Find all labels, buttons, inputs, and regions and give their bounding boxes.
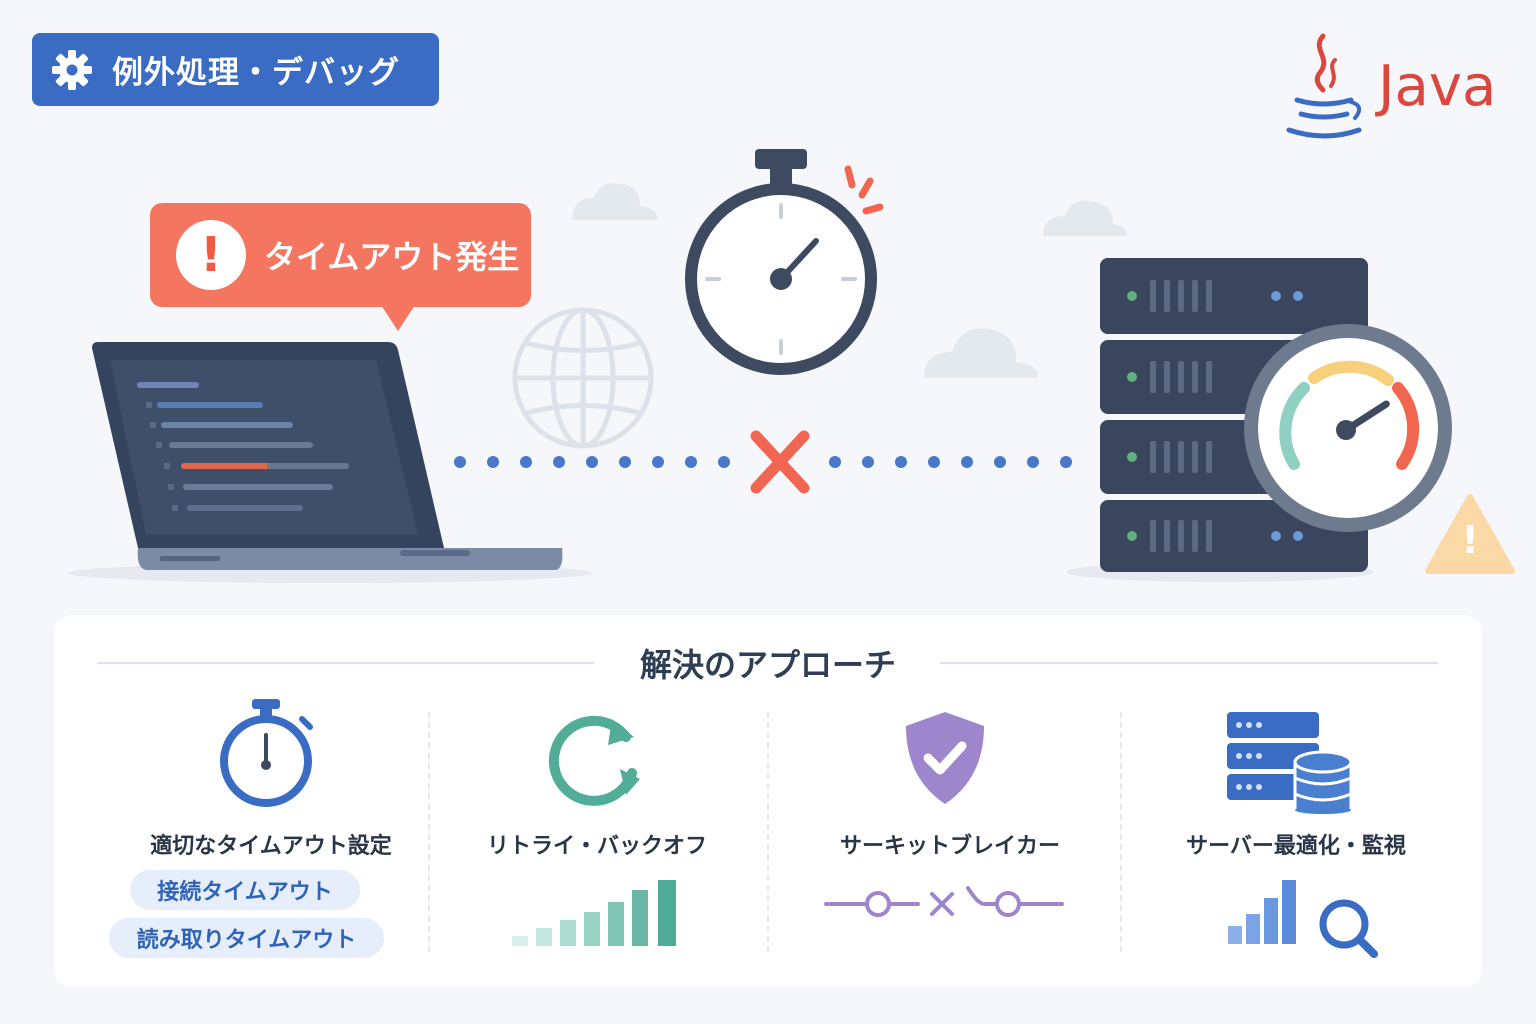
- title-rule-right: [940, 662, 1438, 664]
- shield-check-icon: [906, 712, 984, 804]
- server-database-icon: [1227, 712, 1353, 814]
- background-clouds: [572, 183, 1127, 378]
- connection-line: [454, 430, 1072, 494]
- cloud-icon: [1043, 200, 1127, 236]
- alert-text: タイムアウト発生: [264, 238, 520, 276]
- tag-connect-timeout: 接続タイムアウト: [130, 870, 360, 910]
- approach-label-circuit-breaker: サーキットブレイカー: [839, 834, 1060, 859]
- speed-gauge-icon: [1244, 324, 1452, 532]
- open-circuit-icon: [824, 886, 1064, 917]
- exclamation-icon: !: [176, 220, 246, 290]
- approach-label-retry: リトライ・バックオフ: [486, 834, 707, 859]
- bubble-tail: [381, 305, 415, 331]
- timeout-alert-bubble: ! タイムアウト発生: [150, 203, 531, 307]
- title-rule-left: [97, 662, 594, 664]
- warning-triangle-icon: [1425, 494, 1515, 574]
- category-badge: 例外処理・デバッグ: [32, 33, 439, 106]
- warning-mark: !: [1461, 518, 1479, 562]
- tag-read-timeout: 読み取りタイムアウト: [109, 918, 384, 958]
- category-label: 例外処理・デバッグ: [112, 55, 400, 91]
- stopwatch-icon: [685, 149, 884, 375]
- refresh-icon: [548, 715, 640, 806]
- column-separator: [1120, 712, 1122, 952]
- column-separator: [428, 712, 430, 952]
- approaches-title: 解決のアプローチ: [639, 646, 896, 684]
- globe-icon: [512, 307, 654, 449]
- cloud-icon: [924, 328, 1038, 378]
- column-separator: [767, 712, 769, 952]
- cloud-icon: [572, 183, 658, 220]
- alarm-burst-icon: [844, 165, 884, 215]
- failed-x-icon: [750, 430, 810, 494]
- java-logo-text: Java: [1378, 54, 1497, 119]
- approach-label-server-monitoring: サーバー最適化・監視: [1186, 834, 1406, 859]
- java-cup-icon: [1286, 33, 1362, 139]
- growing-bars-icon: [512, 880, 676, 946]
- gear-icon: [52, 49, 92, 90]
- bars-magnifier-icon: [1228, 880, 1378, 958]
- stopwatch-icon: [220, 699, 313, 807]
- approach-label-timeout: 適切なタイムアウト設定: [150, 834, 392, 859]
- laptop-icon: [68, 342, 592, 583]
